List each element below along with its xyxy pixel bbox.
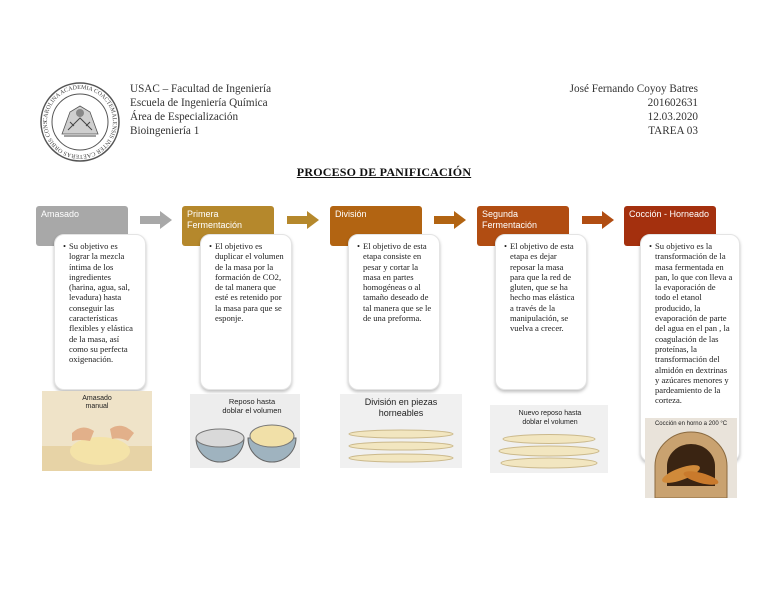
step-card-amasado: Su objetivo es lograr la mezcla íntima d… bbox=[54, 234, 146, 390]
step-description: El objetivo de esta etapa consiste en pe… bbox=[357, 241, 433, 323]
division-photo: División en piezas horneables bbox=[340, 394, 462, 468]
header-student-id: 201602631 bbox=[647, 97, 698, 109]
fermentation-photo: Reposo hasta doblar el volumen bbox=[190, 394, 300, 468]
step-card-primera-fermentacion: El objetivo es duplicar el volumen de la… bbox=[200, 234, 292, 390]
image-caption: Reposo hasta doblar el volumen bbox=[222, 397, 282, 415]
image-caption: División en piezas horneables bbox=[364, 397, 438, 418]
step-description: Su objetivo es la transformación de la m… bbox=[649, 241, 733, 406]
kneading-photo: Amasado manual bbox=[42, 391, 152, 471]
step-card-division: El objetivo de esta etapa consiste en pe… bbox=[348, 234, 440, 390]
header-faculty: USAC – Facultad de Ingeniería bbox=[130, 83, 272, 95]
header-school: Escuela de Ingeniería Química bbox=[130, 97, 268, 109]
header-assignment: TAREA 03 bbox=[648, 125, 698, 137]
arrow-right-icon bbox=[582, 211, 614, 229]
header-area: Área de Especialización bbox=[130, 111, 239, 123]
step-description: El objetivo es duplicar el volumen de la… bbox=[209, 241, 285, 323]
step-description: Su objetivo es lograr la mezcla íntima d… bbox=[63, 241, 139, 365]
header-course-info: USAC – Facultad de Ingeniería Escuela de… bbox=[130, 82, 271, 138]
arrow-right-icon bbox=[434, 211, 466, 229]
step-description: El objetivo de esta etapa es dejar repos… bbox=[504, 241, 580, 334]
header-date: 12.03.2020 bbox=[647, 111, 698, 123]
rested-dough-illustration bbox=[490, 405, 608, 473]
image-caption: Amasado manual bbox=[82, 395, 112, 410]
page-title: PROCESO DE PANIFICACIÓN bbox=[296, 165, 472, 179]
arrow-right-icon bbox=[287, 211, 319, 229]
arrow-right-icon bbox=[140, 211, 172, 229]
header-student-name: José Fernando Coyoy Batres bbox=[569, 83, 698, 95]
step-card-segunda-fermentacion: El objetivo de esta etapa es dejar repos… bbox=[495, 234, 587, 390]
oven-bread-illustration bbox=[645, 418, 737, 498]
header-course: Bioingeniería 1 bbox=[130, 125, 200, 137]
fermentation-bowls-illustration bbox=[190, 394, 300, 468]
image-caption: Cocción en horno a 200 °C bbox=[654, 421, 728, 427]
kneading-illustration bbox=[42, 391, 152, 471]
image-caption: Nuevo reposo hasta doblar el volumen bbox=[518, 410, 582, 426]
baking-photo: Cocción en horno a 200 °C bbox=[645, 418, 737, 498]
second-fermentation-photo: Nuevo reposo hasta doblar el volumen bbox=[490, 405, 608, 473]
dough-pieces-illustration bbox=[340, 394, 462, 468]
university-seal-icon: CAROLINA ACADEMIA COACTEMALENSIS INTER C… bbox=[40, 82, 120, 162]
header-student-info: José Fernando Coyoy Batres 201602631 12.… bbox=[570, 82, 698, 138]
